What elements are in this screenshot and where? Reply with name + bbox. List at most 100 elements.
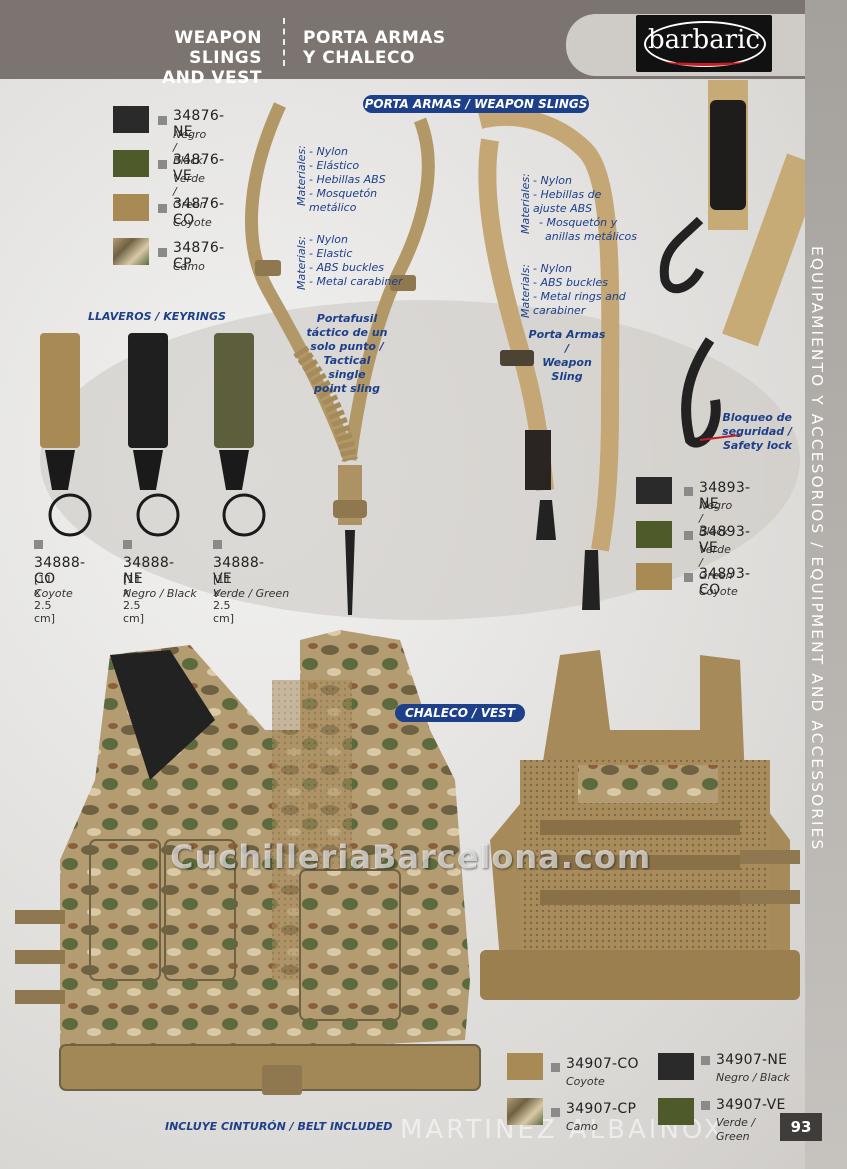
color-34907-co: Coyote xyxy=(566,1075,605,1088)
title-en-line2: AND VEST xyxy=(161,68,262,88)
lock-sling-pad xyxy=(710,100,746,210)
size-34888-ve: [11 x 2.5 cm] xyxy=(213,573,235,625)
code-34888-co: 34888-CO xyxy=(34,555,86,587)
color-34893-ne: Negro / Black xyxy=(699,499,733,538)
double-sling-clip-left xyxy=(536,500,556,540)
swatch-34907-ve xyxy=(658,1098,694,1125)
single-sling-strap-left xyxy=(244,102,357,463)
materials-line: - ABS buckles xyxy=(533,276,608,289)
camo-vest xyxy=(15,630,481,1095)
color-34893-co: Coyote xyxy=(699,585,738,598)
belt-included-note: INCLUYE CINTURÓN / BELT INCLUDED xyxy=(165,1120,393,1133)
color-34907-ne: Negro / Black xyxy=(716,1071,790,1084)
name-line: Weapon Sling xyxy=(542,356,592,383)
lock-arrow xyxy=(699,434,741,441)
title-en: WEAPON SLINGS AND VEST xyxy=(110,28,262,88)
sidebar-category-text: EQUIPAMIENTO Y ACCESORIOS / EQUIPMENT AN… xyxy=(808,246,826,852)
materiales-line: - Nylon xyxy=(533,174,572,187)
single-sling-buckle-left xyxy=(255,260,281,276)
swatch-34876-ne xyxy=(113,106,149,133)
code-34907-cp: 34907-CP xyxy=(566,1101,637,1117)
double-sling-strap-right xyxy=(477,107,620,552)
product-illustrations xyxy=(15,80,805,1095)
title-es-line2: Y CHALECO xyxy=(303,48,415,68)
swatch-34893-co xyxy=(636,563,672,590)
single-sling-bungee xyxy=(293,345,358,462)
materiales-line: - Mosquetón xyxy=(309,187,378,200)
materiales-line: - Hebillas ABS xyxy=(309,173,386,186)
materials-line: - Metal carabiner xyxy=(309,275,403,288)
keyring-black xyxy=(128,333,180,537)
size-34888-co: [11 x 2.5 cm] xyxy=(34,573,56,625)
code-34907-co: 34907-CO xyxy=(566,1056,639,1072)
color-34876-cp: Camo xyxy=(173,260,205,273)
code-34876-co: 34876-CO xyxy=(173,196,225,228)
swatch-34907-ne xyxy=(658,1053,694,1080)
single-materiales-list: - Nylon - Elástico - Hebillas ABS - Mosq… xyxy=(309,145,386,215)
materiales-line: ajuste ABS xyxy=(533,202,593,215)
brand-logo[interactable]: barbaric xyxy=(636,15,772,72)
single-materiales-label: Materiales: xyxy=(295,145,308,206)
sidebar-strip xyxy=(805,0,847,1169)
vest-banner: CHALECO / VEST xyxy=(395,704,525,722)
code-34888-ne: 34888-NE xyxy=(123,555,175,587)
bullet-square xyxy=(213,540,222,549)
materiales-line: anillas metálicos xyxy=(545,230,638,243)
color-34876-ve: Verde / Green xyxy=(173,172,207,211)
materiales-line: - Nylon xyxy=(309,145,348,158)
name-line: Portafusil xyxy=(316,312,378,325)
name-line: Porta Armas / xyxy=(528,328,606,355)
materials-line: - Nylon xyxy=(533,262,572,275)
lock-sling-hook xyxy=(659,216,705,294)
logo-swoosh xyxy=(666,57,744,66)
header-divider xyxy=(283,18,285,66)
logo-text: barbaric xyxy=(647,25,761,55)
materials-line: - Nylon xyxy=(309,233,348,246)
bullet-square xyxy=(34,540,43,549)
swatch-34876-cp xyxy=(113,238,149,265)
materials-line: carabiner xyxy=(533,304,586,317)
safety-lock-label: Bloqueo de seguridad / Safety lock xyxy=(722,411,792,453)
lock-sling-clip xyxy=(681,337,721,448)
code-34907-ne: 34907-NE xyxy=(716,1052,788,1068)
materials-line: - Elastic xyxy=(309,247,353,260)
logo-oval xyxy=(644,21,766,67)
materiales-line: - Mosquetón y xyxy=(539,216,618,229)
double-materials-list: - Nylon - ABS buckles - Metal rings and … xyxy=(533,262,626,318)
single-sling-name: Portafusil táctico de un solo punto / Ta… xyxy=(304,312,390,396)
swatch-34876-co xyxy=(113,194,149,221)
double-materiales-label: Materiales: xyxy=(519,173,532,234)
bullet-square xyxy=(551,1063,560,1072)
code-34876-ve: 34876-VE xyxy=(173,152,225,184)
lock-line: seguridad / xyxy=(722,425,792,438)
bullet-square xyxy=(684,531,693,540)
bullet-square xyxy=(701,1101,710,1110)
page-number: 93 xyxy=(780,1113,822,1141)
materiales-line: - Hebillas de xyxy=(533,188,602,201)
color-34907-cp: Camo xyxy=(566,1120,598,1133)
lock-sling-strap2 xyxy=(722,153,805,347)
title-es: PORTA ARMAS Y CHALECO xyxy=(303,28,446,68)
name-line: Tactical single xyxy=(323,354,371,381)
single-materials-list: - Nylon - Elastic - ABS buckles - Metal … xyxy=(309,233,403,289)
single-sling-buckle xyxy=(333,500,367,518)
single-materials-label: Materials: xyxy=(295,235,308,290)
lock-line: Bloqueo de xyxy=(722,411,792,424)
swatch-34907-co xyxy=(507,1053,543,1080)
code-34893-co: 34893-CO xyxy=(699,566,751,598)
coyote-vest xyxy=(480,650,800,1000)
title-en-line1: WEAPON SLINGS xyxy=(174,28,262,68)
color-34907-ve-line2: Green xyxy=(716,1130,750,1143)
color-34876-ne: Negro / Black xyxy=(173,128,207,167)
bullet-square xyxy=(158,116,167,125)
title-es-line1: PORTA ARMAS xyxy=(303,28,446,48)
bullet-square xyxy=(701,1056,710,1065)
color-34888-co: Coyote xyxy=(34,587,73,600)
lock-line: Safety lock xyxy=(722,439,792,452)
swatch-34907-cp xyxy=(507,1098,543,1125)
bullet-square xyxy=(551,1108,560,1117)
double-materiales-list: - Nylon - Hebillas de ajuste ABS - Mosqu… xyxy=(533,174,637,244)
bullet-square xyxy=(158,160,167,169)
double-materials-label: Materials: xyxy=(519,263,532,318)
double-sling-clip-right xyxy=(582,550,600,610)
